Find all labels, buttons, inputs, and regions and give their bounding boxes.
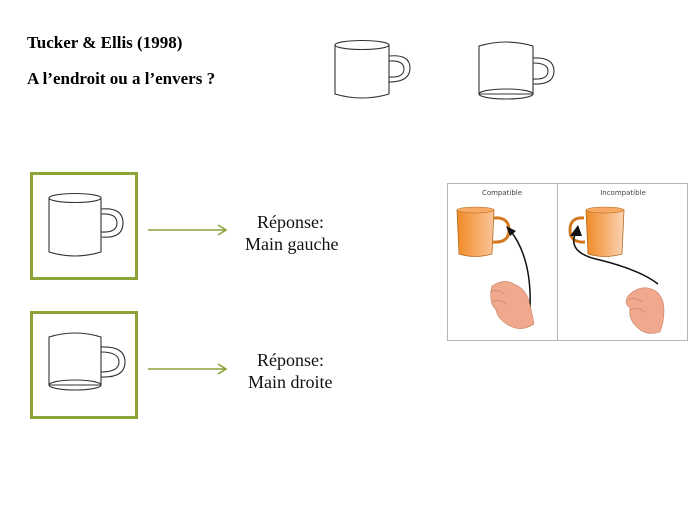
incompatible-scene xyxy=(568,206,665,334)
mug-upside-down-icon xyxy=(478,41,555,100)
hand-icon xyxy=(489,281,535,329)
incompatible-label: Incompatible xyxy=(600,189,646,197)
response-value: Main gauche xyxy=(245,234,339,254)
response-value: Main droite xyxy=(248,372,333,392)
slide-question: A l’endroit ou a l’envers ? xyxy=(27,69,216,88)
orange-mug-icon xyxy=(568,206,625,257)
slide-title: Tucker & Ellis (1998) xyxy=(27,33,183,52)
response-label: Réponse: xyxy=(257,212,324,232)
stimulus-frame xyxy=(30,311,138,419)
mug-upside-down-icon xyxy=(48,332,126,391)
mug-upright-icon xyxy=(48,192,124,257)
response-label: Réponse: xyxy=(257,350,324,370)
arrow-right-icon xyxy=(148,224,228,236)
panel-divider xyxy=(557,183,558,341)
compatible-scene xyxy=(456,206,535,329)
arrow-right-icon xyxy=(148,363,228,375)
response-block: Réponse: Main droite xyxy=(248,349,332,393)
stimulus-frame xyxy=(30,172,138,280)
orange-mug-icon xyxy=(456,206,511,257)
hand-icon xyxy=(625,287,665,334)
compatible-label: Compatible xyxy=(481,189,523,197)
response-block: Réponse: Main gauche xyxy=(245,211,338,255)
mug-upright-icon xyxy=(334,39,411,99)
